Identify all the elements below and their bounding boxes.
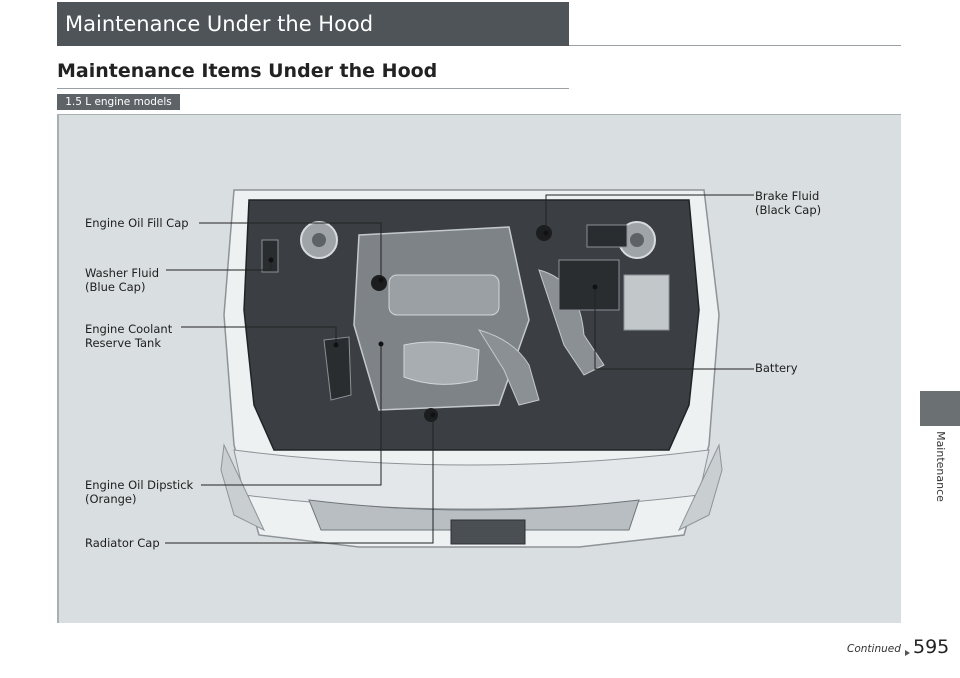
callout-engine-oil-fill-cap: Engine Oil Fill Cap	[85, 216, 189, 230]
callout-washer-fluid: Washer Fluid (Blue Cap)	[85, 266, 160, 294]
section-divider	[57, 88, 569, 89]
page-title: Maintenance Under the Hood	[65, 12, 374, 36]
chapter-tab-label: Maintenance	[933, 430, 947, 502]
callout-engine-coolant-reserve-tank: Engine Coolant Reserve Tank	[85, 322, 173, 350]
model-badge: 1.5 L engine models	[57, 94, 180, 110]
leader-lines	[165, 194, 754, 544]
battery-area	[558, 224, 670, 331]
leader-dots	[268, 230, 598, 418]
engine-bay-illustration	[165, 189, 754, 548]
section-heading: Maintenance Items Under the Hood	[57, 60, 438, 82]
continued-arrow-icon	[905, 650, 910, 656]
chapter-tab[interactable]	[920, 391, 960, 426]
callout-brake-fluid: Brake Fluid (Black Cap)	[755, 189, 822, 217]
engine-block	[353, 226, 605, 411]
callout-engine-oil-dipstick: Engine Oil Dipstick (Orange)	[85, 478, 194, 506]
title-divider	[569, 45, 901, 46]
page-number: 595	[913, 636, 950, 658]
callout-radiator-cap: Radiator Cap	[85, 536, 160, 550]
page-title-bar: Maintenance Under the Hood	[57, 2, 569, 46]
engine-bay-figure	[57, 114, 901, 623]
callout-battery: Battery	[755, 361, 798, 375]
continued-label: Continued	[847, 643, 901, 655]
